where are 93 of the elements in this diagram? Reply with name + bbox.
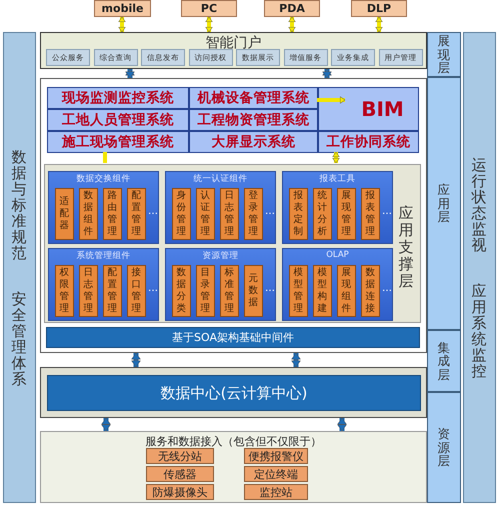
band-text: 安全管理体系	[12, 290, 28, 386]
component-group	[282, 248, 393, 321]
application-panel	[40, 78, 427, 353]
bim-label: BIM	[346, 87, 419, 131]
device-item: 监控站	[244, 484, 308, 500]
layer-label: 资源层	[427, 392, 461, 503]
double-arrow	[288, 16, 296, 32]
device-item: 无线分站	[146, 448, 214, 464]
component-box: 模型管理	[289, 265, 308, 317]
resource-panel	[40, 431, 427, 503]
component-group	[165, 248, 276, 321]
portal-panel	[40, 32, 427, 69]
component-box: 登录管理	[244, 188, 263, 240]
group-title: 报表工具	[318, 173, 356, 185]
component-box: 数据连接	[361, 265, 380, 317]
component-group	[165, 171, 276, 244]
ellipsis: …	[265, 283, 275, 294]
layer-label: 应用层	[427, 77, 461, 330]
device-item: 定位终端	[244, 466, 308, 482]
device-box: PDA	[264, 0, 320, 17]
integration-panel	[40, 367, 427, 418]
component-box: 报表定制	[289, 188, 308, 240]
component-box: 数据分类	[172, 265, 191, 317]
system-cell: 工作协同系统	[318, 131, 419, 153]
component-box: 日志管理	[79, 265, 98, 317]
component-box: 配置管理	[127, 188, 146, 240]
support-panel	[44, 164, 421, 323]
band-text: 数据与标准规范	[12, 148, 28, 260]
component-group	[282, 171, 393, 244]
system-cell: 工程物资管理系统	[189, 109, 318, 131]
system-cell: 大屏显示系统	[189, 131, 318, 153]
arrow	[317, 96, 346, 104]
group-title: 统一认证组件	[192, 173, 248, 185]
component-box: 元数据	[244, 265, 263, 317]
component-box: 配置管理	[103, 265, 122, 317]
layer-label: 集成层	[427, 330, 461, 392]
component-box: 标准管理	[220, 265, 239, 317]
system-cell: 工地人员管理系统	[47, 109, 189, 131]
group-title: 系统管理组件	[76, 250, 132, 262]
double-arrow	[375, 16, 383, 32]
double-arrow	[125, 68, 135, 78]
side-band	[3, 32, 36, 503]
layer-label: 展现层	[427, 32, 461, 77]
component-box: 身份管理	[172, 188, 191, 240]
ellipsis: …	[382, 206, 392, 217]
component-box: 统计分析	[313, 188, 332, 240]
group-title: OLAP	[325, 250, 350, 260]
ellipsis: …	[265, 206, 275, 217]
component-box: 报表管理	[361, 188, 380, 240]
middleware-bar: 基于SOA架构基础中间件	[46, 327, 420, 348]
component-box: 路由管理	[103, 188, 122, 240]
system-cell: 施工现场管理系统	[47, 131, 189, 153]
double-arrow	[322, 68, 332, 78]
component-box: 权限管理	[55, 265, 74, 317]
device-box: DLP	[351, 0, 407, 17]
component-box: 目录管理	[196, 265, 215, 317]
double-arrow	[205, 16, 213, 32]
double-arrow	[118, 16, 126, 32]
component-box: 数据组件	[79, 188, 98, 240]
group-title: 数据交换组件	[76, 173, 132, 185]
component-group	[48, 171, 159, 244]
resource-title: 服务和数据接入（包含但不仅限于）	[144, 434, 322, 449]
device-item: 传感器	[146, 466, 214, 482]
device-box: PC	[181, 0, 237, 17]
double-arrow	[131, 352, 141, 368]
component-box: 展现管理	[337, 188, 356, 240]
portal-title: 智能门户	[204, 34, 262, 52]
double-arrow	[101, 418, 111, 432]
band-text: 应用系统监控	[472, 282, 488, 378]
data-center-bar: 数据中心(云计算中心)	[47, 375, 421, 411]
support-title: 应用支撑层	[398, 205, 414, 290]
double-arrow	[332, 152, 340, 164]
system-cell: 机械设备管理系统	[189, 87, 318, 109]
device-item: 便携报警仪	[244, 448, 308, 464]
system-cell: 现场监测监控系统	[47, 87, 189, 109]
component-box: 认证管理	[196, 188, 215, 240]
connector	[103, 152, 107, 163]
component-group	[48, 248, 159, 321]
component-box: 展现组件	[337, 265, 356, 317]
double-arrow	[337, 418, 347, 432]
ellipsis: …	[148, 206, 158, 217]
component-box: 日志管理	[220, 188, 239, 240]
group-title: 资源管理	[202, 250, 240, 262]
band-text: 运行状态监视	[472, 156, 488, 252]
component-box: 模型构建	[313, 265, 332, 317]
component-box: 适配器	[55, 188, 74, 240]
ellipsis: …	[382, 283, 392, 294]
double-arrow	[291, 352, 301, 368]
component-box: 接口管理	[127, 265, 146, 317]
device-item: 防爆摄像头	[146, 484, 214, 500]
side-band	[463, 32, 496, 503]
ellipsis: …	[148, 283, 158, 294]
device-box: mobile	[94, 0, 151, 17]
